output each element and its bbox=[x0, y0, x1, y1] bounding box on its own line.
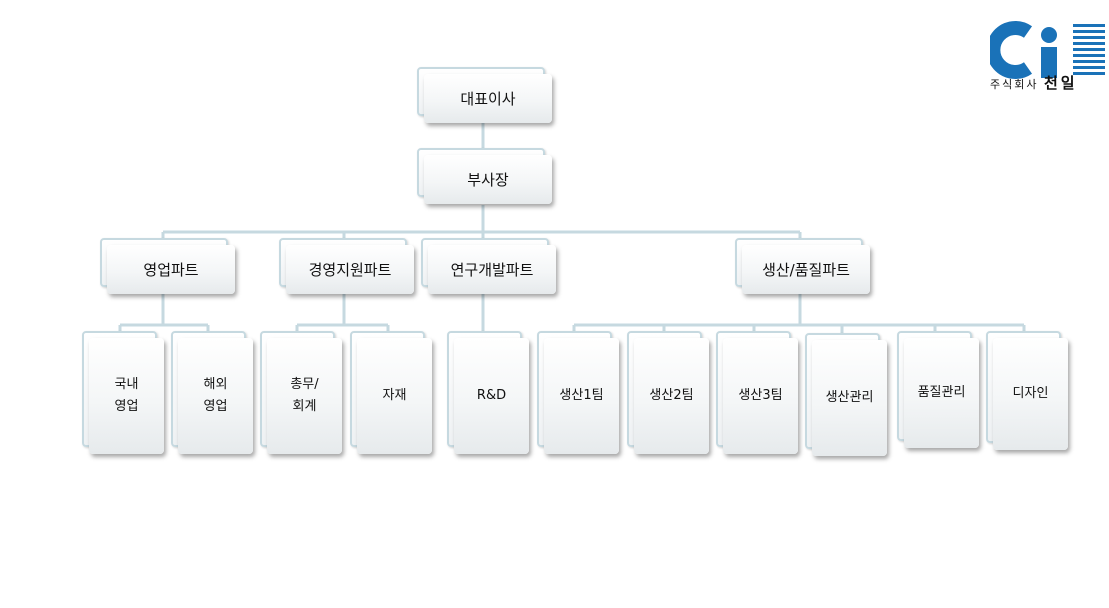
org-node-quality-management: 품질관리 bbox=[897, 331, 979, 448]
org-node-rnd-part: 연구개발파트 bbox=[421, 238, 556, 294]
org-node-label: 대표이사 bbox=[424, 74, 552, 123]
org-node-production-3: 생산3팀 bbox=[716, 331, 798, 454]
org-node-label: 생산3팀 bbox=[723, 338, 798, 454]
org-node-label: 국내 영업 bbox=[89, 338, 164, 454]
org-node-design: 디자인 bbox=[986, 331, 1068, 450]
org-node-label: 부사장 bbox=[424, 155, 552, 204]
company-name-main: 천일 bbox=[1043, 74, 1078, 92]
org-node-label: 디자인 bbox=[993, 338, 1068, 450]
org-node-label: 생산관리 bbox=[812, 340, 887, 456]
org-node-production-2: 생산2팀 bbox=[627, 331, 709, 454]
org-node-management-part: 경영지원파트 bbox=[279, 238, 414, 294]
org-node-admin-accounting: 총무/ 회계 bbox=[260, 331, 342, 454]
org-node-label: 생산1팀 bbox=[544, 338, 619, 454]
org-node-production-part: 생산/품질파트 bbox=[735, 238, 870, 294]
org-node-sales-part: 영업파트 bbox=[100, 238, 235, 294]
org-node-rnd-team: R&D bbox=[447, 331, 529, 454]
org-node-production-1: 생산1팀 bbox=[537, 331, 619, 454]
org-node-production-management: 생산관리 bbox=[805, 333, 887, 456]
org-node-label: 영업파트 bbox=[107, 245, 235, 294]
company-prefix: 주식회사 bbox=[990, 78, 1039, 91]
org-node-ceo: 대표이사 bbox=[417, 67, 552, 123]
org-node-label: 생산/품질파트 bbox=[742, 245, 870, 294]
org-node-label: 연구개발파트 bbox=[428, 245, 556, 294]
org-node-label: 생산2팀 bbox=[634, 338, 709, 454]
org-node-overseas-sales: 해외 영업 bbox=[171, 331, 253, 454]
org-node-label: 자재 bbox=[357, 338, 432, 454]
org-node-label: 총무/ 회계 bbox=[267, 338, 342, 454]
org-node-label: 품질관리 bbox=[904, 338, 979, 448]
org-node-domestic-sales: 국내 영업 bbox=[82, 331, 164, 454]
org-node-vp: 부사장 bbox=[417, 148, 552, 204]
company-logo bbox=[990, 21, 1105, 79]
org-node-materials: 자재 bbox=[350, 331, 432, 454]
org-node-label: 해외 영업 bbox=[178, 338, 253, 454]
company-name: 주식회사 천일 bbox=[990, 72, 1108, 93]
org-node-label: R&D bbox=[454, 338, 529, 454]
org-node-label: 경영지원파트 bbox=[286, 245, 414, 294]
